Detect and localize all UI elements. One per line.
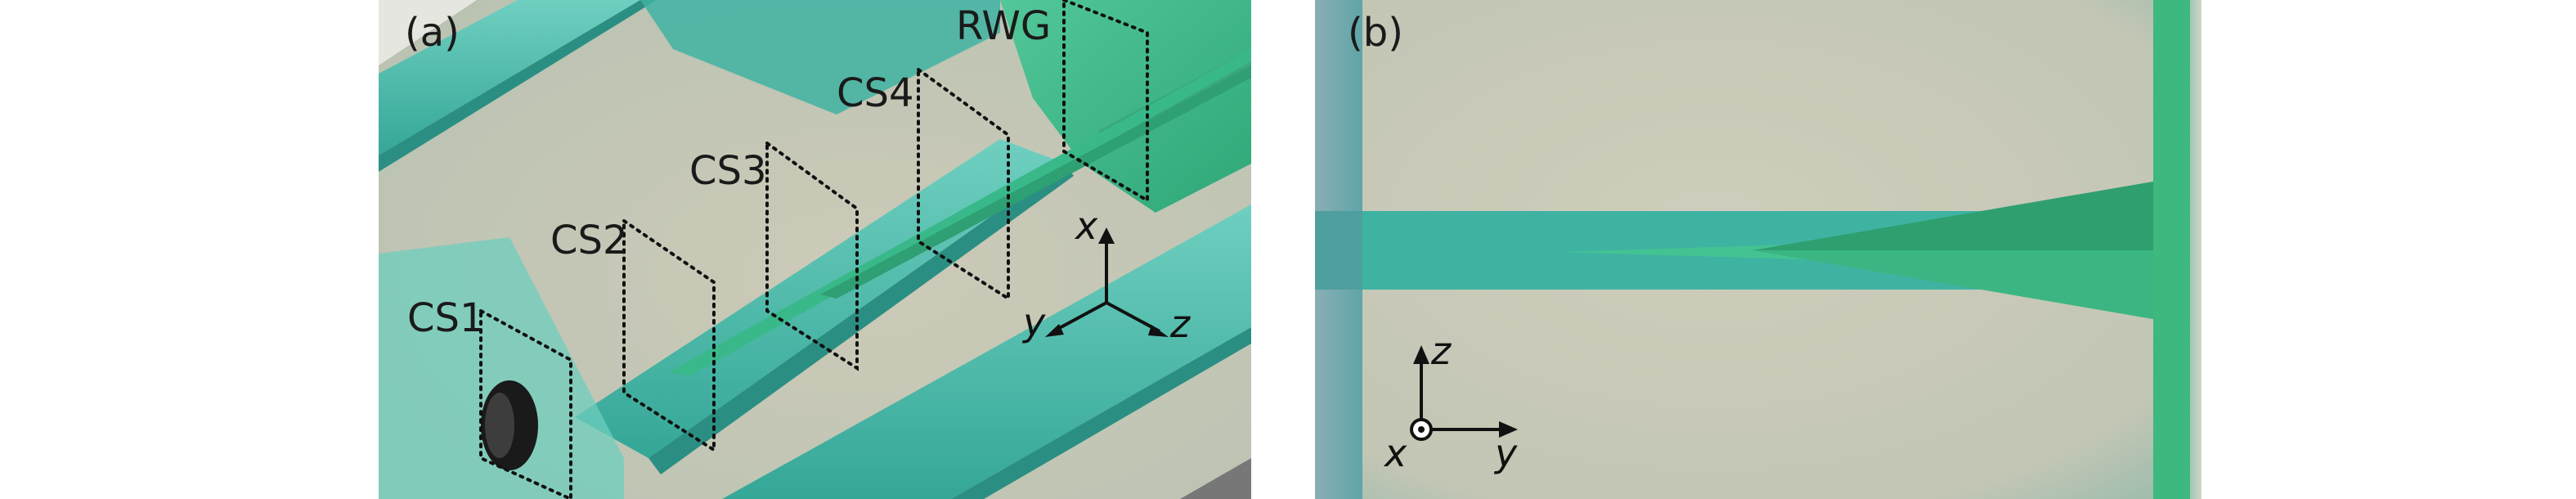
fiber-cylinder — [379, 237, 624, 499]
cs1-frame — [479, 308, 572, 499]
cs3-frame — [765, 140, 859, 371]
taper-top-2-upper — [1752, 182, 2153, 250]
taper-1 — [669, 49, 1251, 376]
input-strip-core — [1315, 211, 1362, 290]
wall-light — [379, 0, 477, 65]
panel-a: (a) CS1 CS2 CS3 CS4 RWG x y z — [379, 0, 1251, 499]
axis-x-label-b: x — [1383, 431, 1407, 475]
taper-2 — [820, 65, 1251, 299]
rwg-label: RWG — [956, 3, 1051, 49]
axis-z-label-b: z — [1430, 329, 1452, 373]
cs4-label: CS4 — [837, 70, 914, 116]
cs2-frame — [622, 218, 716, 453]
central-waveguide-edge — [648, 164, 1074, 474]
rwg-bar — [2153, 0, 2190, 499]
taper-top-2-lower — [1752, 250, 2153, 319]
lower-wall-edge — [951, 327, 1251, 499]
corner-shadow — [1180, 458, 1251, 499]
axis-z-label: z — [1169, 302, 1191, 346]
panel-b-illustration: (b) z x y — [1315, 0, 2201, 499]
axis-y-label-b: y — [1493, 431, 1518, 475]
upper-block — [640, 0, 1000, 115]
panel-a-illustration: (a) CS1 CS2 CS3 CS4 RWG x y z — [379, 0, 1251, 499]
rwg-bar-edge — [2190, 0, 2201, 499]
fiber-core-shade — [485, 393, 514, 458]
upper-wall-edge — [379, 0, 657, 172]
cs3-label: CS3 — [689, 148, 767, 194]
cs4-frame — [917, 66, 1010, 302]
cs1-label: CS1 — [407, 295, 485, 341]
cs2-label: CS2 — [550, 218, 628, 263]
rwg-frame — [1062, 0, 1149, 204]
panel-a-label: (a) — [405, 10, 460, 56]
axis-x-label: x — [1074, 204, 1098, 248]
panel-b: (b) z x y — [1315, 0, 2201, 499]
panel-b-label: (b) — [1348, 10, 1403, 56]
axes-2d — [1410, 345, 1518, 441]
axis-y-label: y — [1021, 300, 1046, 344]
lower-wall — [722, 205, 1251, 499]
axes-3d — [1045, 227, 1169, 337]
